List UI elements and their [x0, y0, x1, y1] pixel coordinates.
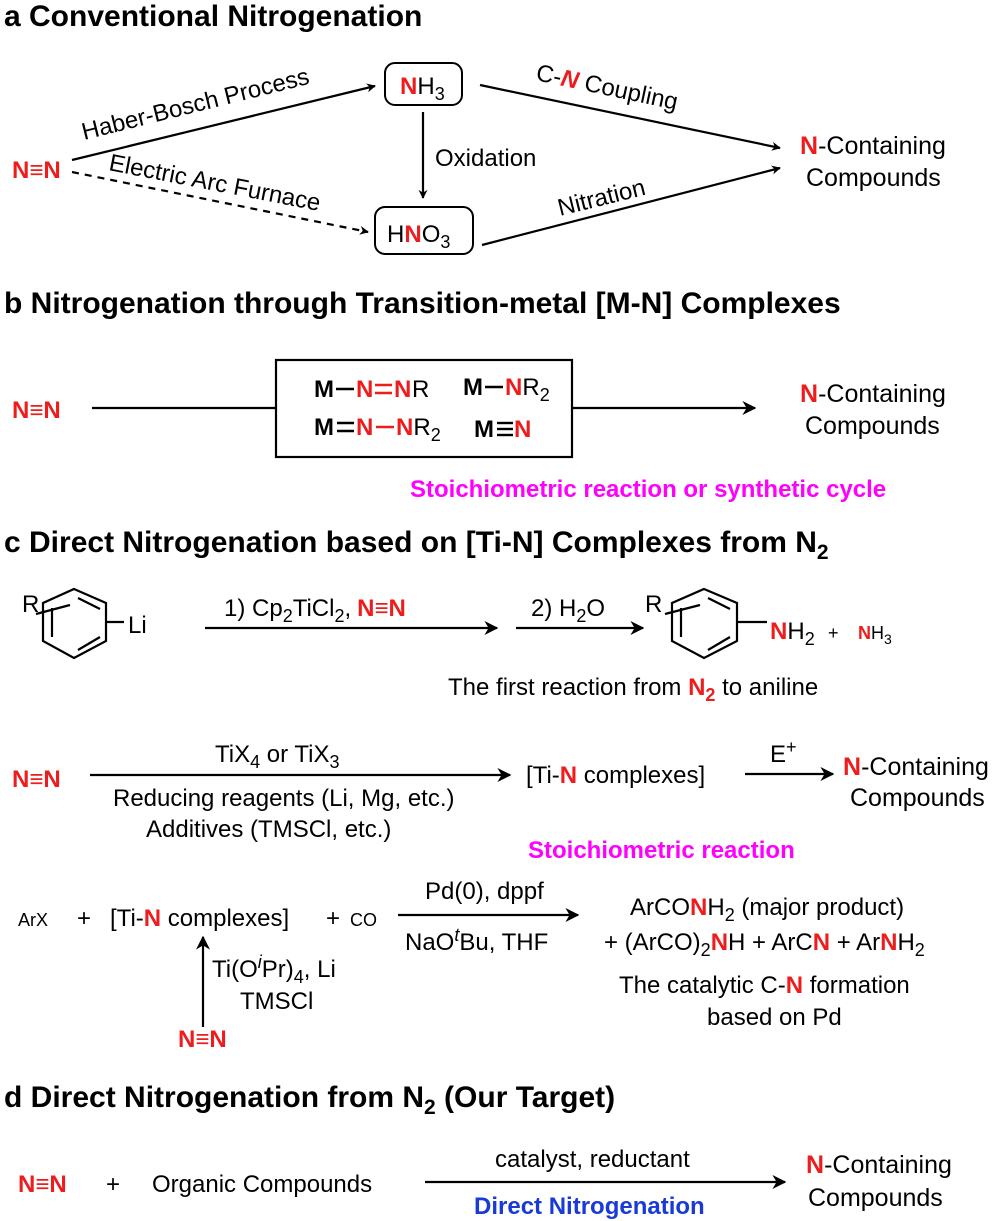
arx-plus: + — [77, 905, 91, 932]
complex2-nr2: NR2 — [505, 374, 550, 405]
ti-n-complexes-2: [Ti-N complexes] — [110, 905, 289, 932]
tix-conditions: TiX4 or TiX3 — [215, 741, 340, 772]
organic-compounds: Organic Compounds — [152, 1171, 372, 1198]
section-d: d Direct Nitrogenation from N2 (Our Targ… — [4, 1081, 952, 1220]
ring1-r-bond — [35, 603, 71, 616]
d-plus: + — [106, 1171, 120, 1198]
catalytic-caption-2: based on Pd — [707, 1004, 842, 1031]
n2-triple-bond-c3: N≡N — [178, 1026, 227, 1053]
ring2-r-bond — [664, 603, 701, 616]
pd-conditions-top: Pd(0), dppf — [425, 878, 544, 905]
section-b-heading: b Nitrogenation through Transition-metal… — [4, 287, 841, 320]
n2-triple-bond-d: N≡N — [18, 1171, 67, 1198]
complex2-metal: M — [463, 374, 483, 401]
co: CO — [350, 910, 377, 930]
catalytic-caption-1: The catalytic C-N formation — [619, 972, 910, 999]
d-conditions: catalyst, reductant — [495, 1146, 690, 1173]
n2-triple-bond-a: N≡N — [12, 157, 61, 184]
benzene-ring-2 — [670, 587, 739, 660]
ring1-li: Li — [128, 612, 147, 639]
arx: ArX — [18, 910, 48, 930]
haber-bosch-label: Haber-Bosch Process — [79, 63, 312, 146]
aniline-structure: R NH2 — [645, 587, 815, 660]
complex3-nr2: NR2 — [396, 414, 441, 445]
co-plus: + — [326, 905, 340, 932]
arc-furnace-arrow — [71, 170, 369, 235]
first-reaction-caption: The first reaction from N2 to aniline — [448, 674, 818, 705]
product-b-line2: Compounds — [805, 412, 940, 440]
ring1-inner-bond-b — [77, 597, 101, 610]
section-d-heading: d Direct Nitrogenation from N2 (Our Targ… — [4, 1081, 615, 1119]
complex3-n1: N — [356, 414, 373, 441]
additives: Additives (TMSCl, etc.) — [146, 816, 391, 843]
ring1-r: R — [22, 591, 39, 618]
stoich-cycle-note: Stoichiometric reaction or synthetic cyc… — [410, 476, 886, 503]
oxidation-label: Oxidation — [435, 145, 536, 172]
hno3-label: HNO3 — [387, 221, 450, 252]
product-b-line1: N-Containing — [800, 380, 946, 408]
complex3-metal: M — [314, 414, 334, 441]
complex4-n: N — [514, 416, 531, 443]
nh3-box — [384, 62, 463, 106]
n2-triple-bond-c2: N≡N — [12, 766, 61, 793]
section-c: c Direct Nitrogenation based on [Ti-N] C… — [4, 526, 989, 1053]
product-c-line1: N-Containing — [843, 753, 989, 781]
complex1-metal: M — [314, 376, 334, 403]
ring2-inner-bond-c — [707, 636, 731, 651]
step2-label: 2) H2O — [531, 595, 605, 626]
product-amide: ArCONH2 (major product) — [630, 894, 904, 925]
stoich-reaction-note: Stoichiometric reaction — [528, 837, 795, 864]
direct-nitrogenation-label: Direct Nitrogenation — [474, 1193, 705, 1220]
section-c-heading: c Direct Nitrogenation based on [Ti-N] C… — [4, 526, 829, 564]
pd-conditions-bottom: NaOtBu, THF — [405, 925, 548, 956]
section-b: b Nitrogenation through Transition-metal… — [4, 287, 946, 503]
ring2-r: R — [645, 591, 662, 618]
product-a-line2: Compounds — [806, 164, 941, 192]
ti-n-complexes: [Ti-N complexes] — [526, 762, 705, 789]
nh3-label: NH3 — [400, 73, 445, 104]
ring2-inner-bond-b — [707, 597, 731, 610]
nitration-arrow — [481, 165, 781, 247]
product-d-line1: N-Containing — [806, 1151, 952, 1179]
mn-complexes-box — [274, 358, 574, 459]
n2-triple-bond-b: N≡N — [12, 397, 61, 424]
product-a-line1: N-Containing — [800, 132, 946, 160]
product-c-line2: Compounds — [850, 784, 985, 812]
complex4-metal: M — [474, 416, 494, 443]
electrophile: E+ — [770, 737, 797, 768]
reducing-reagents: Reducing reagents (Li, Mg, etc.) — [113, 785, 455, 812]
arc-furnace-label: Electric Arc Furnace — [107, 149, 323, 216]
complex1-n2: N — [394, 376, 411, 403]
complex1-r: R — [412, 376, 429, 403]
product-byproducts: + (ArCO)2NH + ArCN + ArNH2 — [604, 929, 925, 960]
benzene-ring-1 — [41, 587, 108, 660]
section-a-heading: a Conventional Nitrogenation — [4, 0, 422, 33]
complex1-n1: N — [356, 376, 373, 403]
haber-bosch-arrow — [71, 83, 376, 162]
step1-label: 1) Cp2TiCl2,N≡N — [224, 595, 406, 626]
aniline-nh2: NH2 — [770, 618, 815, 649]
aryllithium-structure: R Li — [22, 587, 147, 660]
ring1-inner-bond-c — [77, 636, 101, 651]
aniline-nh3: NH3 — [858, 623, 892, 647]
ti-oipr: Ti(OiPr)4, Li — [212, 952, 336, 987]
hno3-box — [374, 206, 474, 255]
tmscl: TMSCl — [240, 988, 313, 1015]
product-d-line2: Compounds — [808, 1184, 943, 1212]
aniline-plus: + — [828, 623, 839, 643]
cn-coupling-arrow — [479, 83, 781, 151]
section-a: a Conventional Nitrogenation N≡N NH3 HNO… — [4, 0, 946, 255]
cn-coupling-label: C-N Coupling — [534, 59, 681, 115]
